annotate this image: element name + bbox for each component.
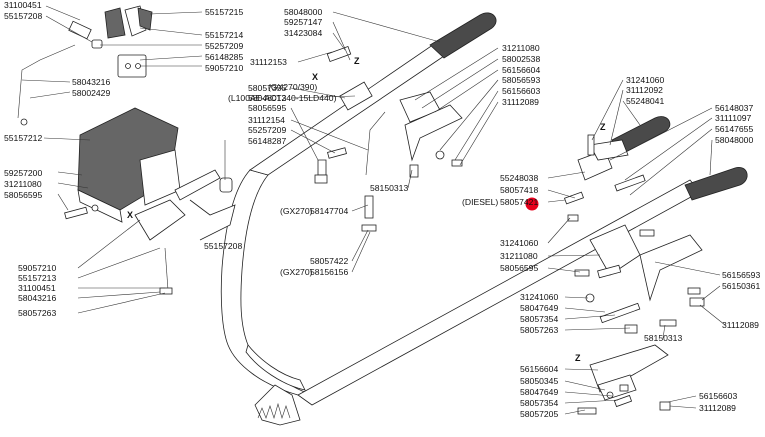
part-label: 31241060 [500,238,538,248]
part-label: 55157212 [4,133,42,143]
upper-handle-grip [429,12,497,59]
part-label: 58056595 [500,263,538,273]
part-label: 59257147 [284,17,322,27]
part-label: 58057205 [520,409,558,419]
part-label: 31241060 [626,75,664,85]
part-label: 55157215 [205,7,243,17]
letter-z: Z [354,56,360,66]
part-label: 58050345 [520,376,558,386]
part-label: 59057210 [18,263,56,273]
part-label: 56150361 [722,281,760,291]
section-letters: X Z X Z Z [127,56,606,363]
part-label: 31100451 [4,0,42,10]
part-label: 55157213 [18,273,56,283]
part-label: 55157214 [205,30,243,40]
part-label: 58057354 [520,398,558,408]
part-label: 58056593 [502,75,540,85]
engine-notes: (GX270/390) (L100AE-ACT340-15LD440) (GX2… [228,82,498,277]
part-label: 58056595 [248,103,286,113]
part-label: 58047649 [520,303,558,313]
part-label: 31211080 [500,251,538,261]
part-label: 58048000 [284,7,322,17]
part-label: 56147655 [715,124,753,134]
engine-note: (GX270) [280,206,313,216]
part-label: 58147704 [310,206,348,216]
part-label: 55257209 [248,125,286,135]
part-label: 55257209 [205,41,243,51]
part-label: 59257200 [4,168,42,178]
left-housing-assembly [64,107,236,295]
part-label: 58150313 [370,183,408,193]
part-label: 58057418 [500,185,538,195]
part-label: 58057263 [18,308,56,318]
part-label: 56148287 [248,136,286,146]
engine-note: (GX270) [280,267,313,277]
part-label: 55157208 [204,241,242,251]
part-label: 31112154 [248,115,285,125]
part-label: 31112089 [502,97,539,107]
labels-upper-center: 58048000 59257147 31423084 31112153 5805… [248,7,408,277]
part-label: 31112092 [626,85,663,95]
part-label: 58057355 [248,83,286,93]
part-label: 31112089 [699,403,736,413]
engine-note: (DIESEL) [462,197,498,207]
part-label: 56156604 [502,65,540,75]
part-label: 31241060 [520,292,558,302]
labels-bottom-right: 56156604 58050345 58047649 58057354 5805… [520,364,737,419]
upper-center-parts [314,45,463,232]
part-label: 59057210 [205,63,243,73]
labels-right-cluster: 31241060 31112092 55248041 56148037 3111… [500,75,760,343]
part-label: 58048012 [248,93,286,103]
right-handle-grip [684,166,748,201]
part-label: 55248041 [626,96,664,106]
part-label: 31211080 [502,43,540,53]
labels-left-side: 55157212 59257200 31211080 58056595 5515… [4,133,242,318]
part-label: 31100451 [18,283,56,293]
part-label: 58002538 [502,54,540,64]
bottom-right-lever [577,344,671,415]
leader-lines [21,5,726,415]
letter-z: Z [575,353,581,363]
part-label: 55157208 [4,11,42,21]
engine-note: (GX270/390) [268,82,317,92]
part-label: 58156156 [310,267,348,277]
part-label: 58002429 [72,88,110,98]
part-label: 58048000 [715,135,753,145]
part-label: 58057263 [520,325,558,335]
part-label: 31112089 [722,320,759,330]
letter-z: Z [600,122,606,132]
part-label: 56148037 [715,103,753,113]
right-lever-cluster [564,134,705,334]
engine-note: (L100AE-ACT340-15LD440) [228,93,337,103]
letter-x: X [312,72,318,82]
part-label: 31423084 [284,28,322,38]
part-label: 58057422 [310,256,348,266]
labels-upper-right: 31211080 58002538 56156604 58056593 5615… [502,43,540,107]
part-label: 55248038 [500,173,538,183]
part-label: 56156604 [520,364,558,374]
top-left-assembly [17,5,153,126]
part-label: 31111097 [715,113,752,123]
letter-x: X [127,210,133,220]
right-upper-grip [611,116,671,156]
part-label: 58056595 [4,190,42,200]
part-label: 58047649 [520,387,558,397]
labels-top-left: 31100451 55157208 55157215 55157214 5525… [4,0,243,98]
part-label: 58043216 [18,293,56,303]
part-label: 58057421 [500,197,538,207]
part-label: 56156603 [699,391,737,401]
part-label: 31211080 [4,179,42,189]
highlight-marker [525,197,539,211]
part-label: 31112153 [250,57,287,67]
part-label: 58150313 [644,333,682,343]
part-label: 58057354 [520,314,558,324]
part-label: 56156593 [722,270,760,280]
part-label: 56156603 [502,86,540,96]
part-label: 58043216 [72,77,110,87]
part-label: 56148285 [205,52,243,62]
